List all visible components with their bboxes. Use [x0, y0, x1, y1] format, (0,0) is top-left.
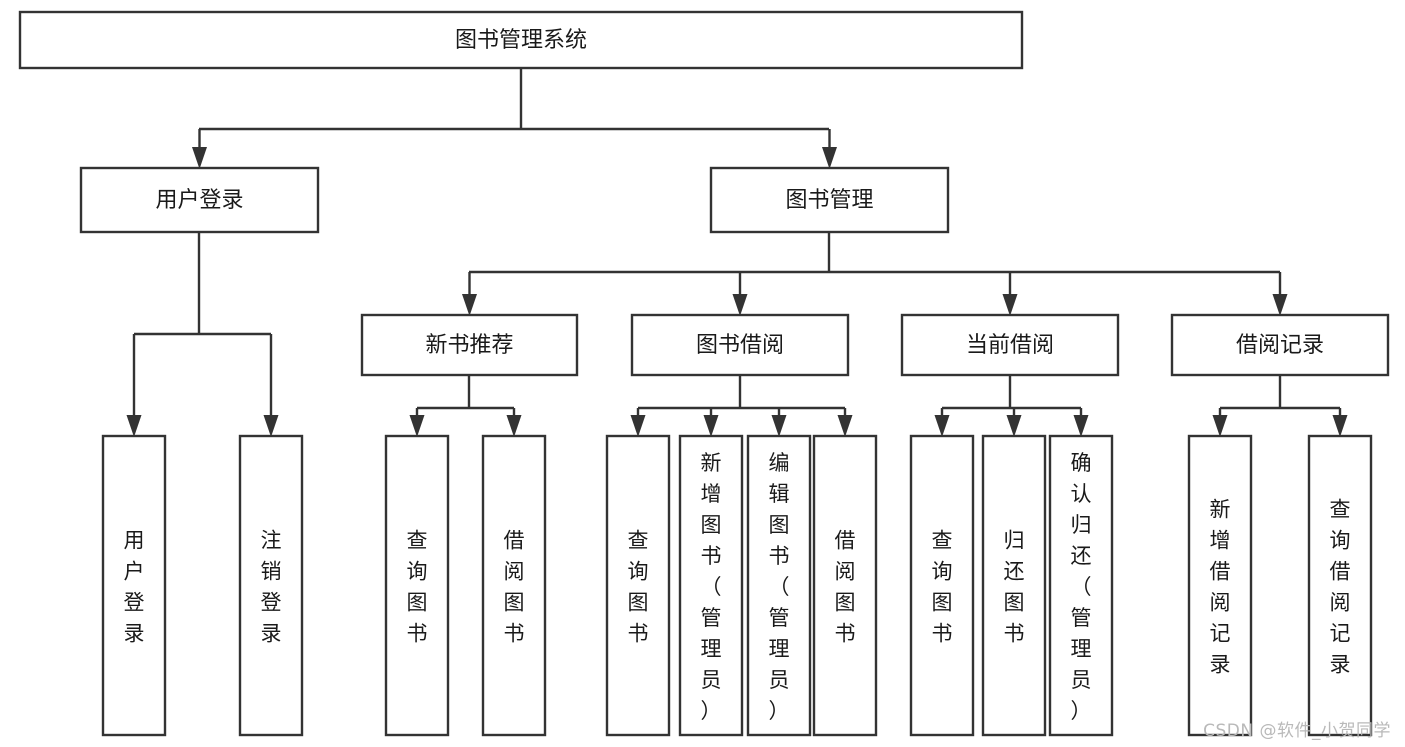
- node-l-query-book-c[interactable]: 查询图书: [909, 434, 975, 737]
- node-label: 新增借阅记录: [1210, 498, 1231, 677]
- connector-layer: [126, 68, 1348, 437]
- node-n-book-mgmt[interactable]: 图书管理: [709, 166, 950, 234]
- node-box[interactable]: [1187, 434, 1253, 737]
- node-n-new-book[interactable]: 新书推荐: [360, 313, 579, 377]
- node-l-return-book[interactable]: 归还图书: [981, 434, 1047, 737]
- node-label: 图书管理: [785, 188, 873, 213]
- node-box[interactable]: [79, 166, 320, 234]
- node-box[interactable]: [709, 166, 950, 234]
- node-box[interactable]: [1170, 313, 1390, 377]
- node-label: 图书管理系统: [455, 28, 587, 53]
- node-label: 查询借阅记录: [1330, 498, 1351, 677]
- node-box[interactable]: [605, 434, 671, 737]
- node-box[interactable]: [1307, 434, 1373, 737]
- node-label: 确认归还（管理员）: [1071, 451, 1092, 723]
- node-label: 借阅图书: [835, 529, 856, 646]
- node-l-logout[interactable]: 注销登录: [238, 434, 304, 737]
- node-root[interactable]: 图书管理系统: [18, 10, 1024, 70]
- node-box[interactable]: [981, 434, 1047, 737]
- node-label: 查询图书: [628, 529, 649, 646]
- node-l-borrow-book-a[interactable]: 借阅图书: [481, 434, 547, 737]
- node-box[interactable]: [18, 10, 1024, 70]
- node-label: 新书推荐: [425, 333, 513, 358]
- node-label: 查询图书: [932, 529, 953, 646]
- node-label: 用户登录: [155, 188, 243, 213]
- node-label: 借阅图书: [504, 529, 525, 646]
- node-label: 注销登录: [261, 529, 282, 646]
- node-l-edit-book[interactable]: 编辑图书（管理员）: [746, 434, 812, 737]
- node-label: 编辑图书（管理员）: [769, 451, 790, 723]
- node-box[interactable]: [678, 434, 744, 737]
- node-l-borrow-book-b[interactable]: 借阅图书: [812, 434, 878, 737]
- node-label: 用户登录: [124, 529, 145, 646]
- node-label: 当前借阅: [966, 333, 1054, 358]
- node-box[interactable]: [909, 434, 975, 737]
- node-layer: 图书管理系统用户登录图书管理新书推荐图书借阅当前借阅借阅记录用户登录注销登录查询…: [18, 10, 1390, 737]
- node-box[interactable]: [101, 434, 167, 737]
- node-l-query-book-a[interactable]: 查询图书: [384, 434, 450, 737]
- node-n-current[interactable]: 当前借阅: [900, 313, 1120, 377]
- csdn-watermark: CSDN @软件_小贺同学: [1203, 721, 1391, 741]
- node-l-query-record[interactable]: 查询借阅记录: [1307, 434, 1373, 737]
- node-n-record[interactable]: 借阅记录: [1170, 313, 1390, 377]
- node-box[interactable]: [630, 313, 850, 377]
- node-l-add-record[interactable]: 新增借阅记录: [1187, 434, 1253, 737]
- node-label: 图书借阅: [696, 333, 784, 358]
- node-box[interactable]: [481, 434, 547, 737]
- node-l-query-book-b[interactable]: 查询图书: [605, 434, 671, 737]
- node-box[interactable]: [812, 434, 878, 737]
- node-label: 借阅记录: [1236, 333, 1324, 358]
- node-box[interactable]: [746, 434, 812, 737]
- node-n-borrow[interactable]: 图书借阅: [630, 313, 850, 377]
- node-label: 查询图书: [407, 529, 428, 646]
- node-box[interactable]: [360, 313, 579, 377]
- node-box[interactable]: [900, 313, 1120, 377]
- node-l-user-login[interactable]: 用户登录: [101, 434, 167, 737]
- node-box[interactable]: [1048, 434, 1114, 737]
- node-l-add-book[interactable]: 新增图书（管理员）: [678, 434, 744, 737]
- node-box[interactable]: [384, 434, 450, 737]
- node-n-user-login[interactable]: 用户登录: [79, 166, 320, 234]
- node-label: 新增图书（管理员）: [701, 451, 722, 723]
- node-l-confirm-return[interactable]: 确认归还（管理员）: [1048, 434, 1114, 737]
- node-label: 归还图书: [1004, 529, 1025, 646]
- node-box[interactable]: [238, 434, 304, 737]
